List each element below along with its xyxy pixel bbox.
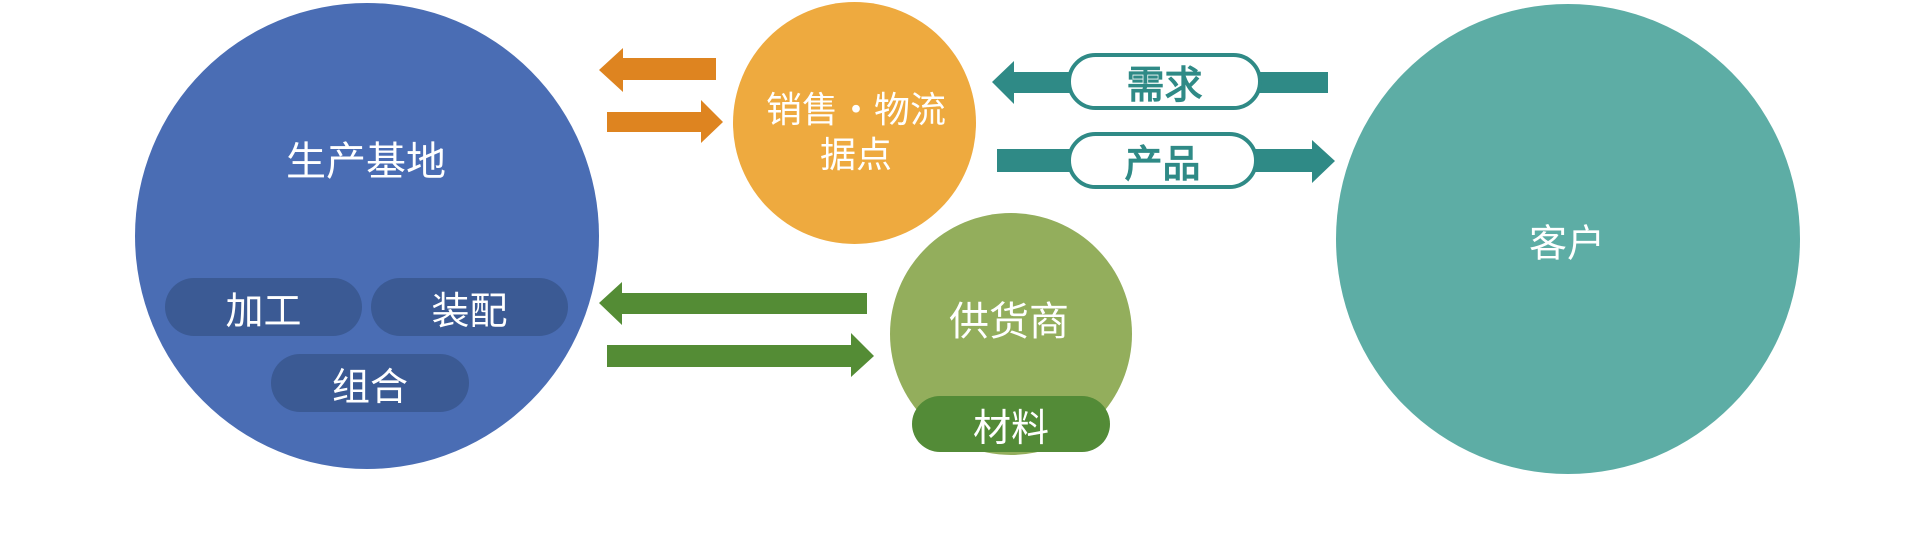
materials-pill: 材料 [912, 396, 1110, 452]
green-right-arrow-icon [607, 333, 874, 377]
orange-left-arrow-icon [599, 48, 716, 92]
supplier-label: 供货商 [949, 299, 1069, 345]
production-base-label: 生产基地 [286, 139, 446, 185]
demand-tag: 需求 [1067, 53, 1262, 110]
sales-logistics-label-line1: 销售・物流 [765, 90, 947, 131]
product-tag: 产品 [1067, 132, 1258, 189]
customer-label: 客户 [1528, 221, 1606, 266]
assembly-pill: 装配 [371, 278, 568, 336]
sales-logistics-label: 销售・物流 据点 [766, 88, 946, 178]
green-left-arrow-icon [599, 282, 867, 325]
sales-logistics-label-line2: 据点 [819, 135, 893, 176]
sales-logistics-node [733, 2, 976, 244]
combination-pill: 组合 [271, 354, 469, 412]
processing-pill: 加工 [165, 278, 362, 336]
orange-right-arrow-icon [607, 100, 723, 143]
customer-node [1336, 4, 1800, 474]
